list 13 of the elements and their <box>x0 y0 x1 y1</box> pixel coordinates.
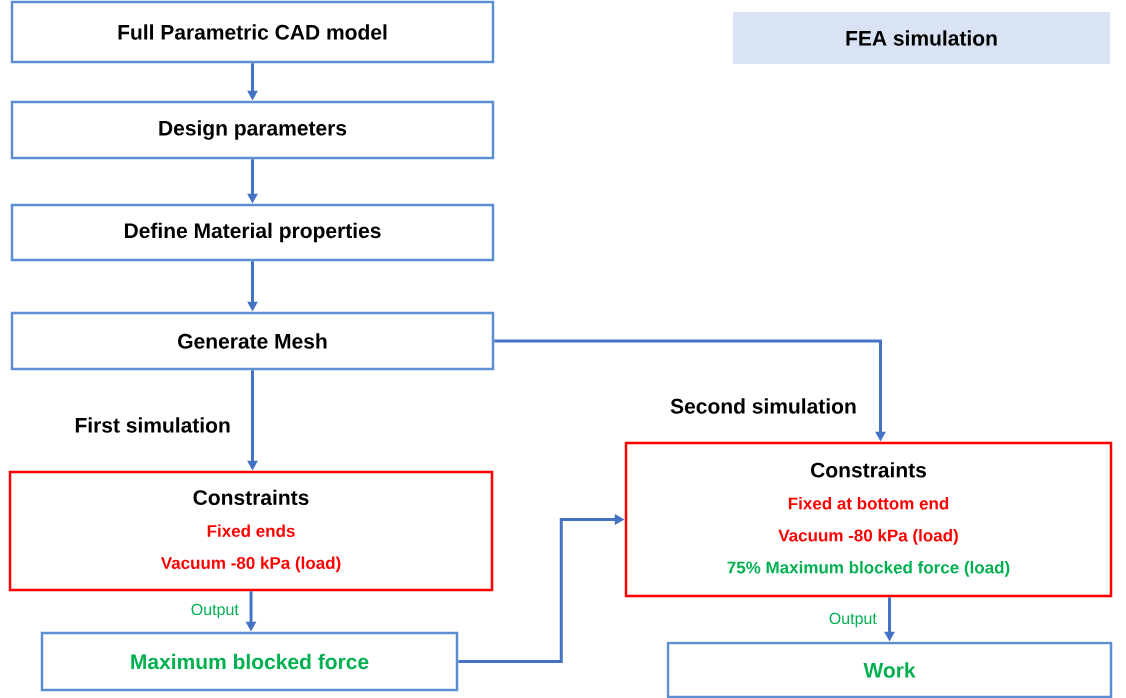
edge-label: First simulation <box>73 416 232 434</box>
edge-label: Output <box>189 602 240 620</box>
edge-label: Second simulation <box>669 397 858 415</box>
constraints-box: Constraints Fixed at bottom end Vacuum -80 kPa (load) 75% Maximum blocked force (load) <box>624 441 1113 598</box>
result-box: Work <box>666 641 1113 698</box>
process-box: Define Material properties <box>10 203 495 262</box>
process-box: Full Parametric CAD model <box>10 0 495 64</box>
edge-label: Output <box>827 611 878 629</box>
result-box: Maximum blocked force <box>40 631 459 692</box>
constraints-box: Constraints Fixed ends Vacuum -80 kPa (load) <box>8 470 494 592</box>
heading-box: FEA simulation <box>733 12 1110 64</box>
process-box: Design parameters <box>10 100 495 160</box>
process-box: Generate Mesh <box>10 311 495 371</box>
